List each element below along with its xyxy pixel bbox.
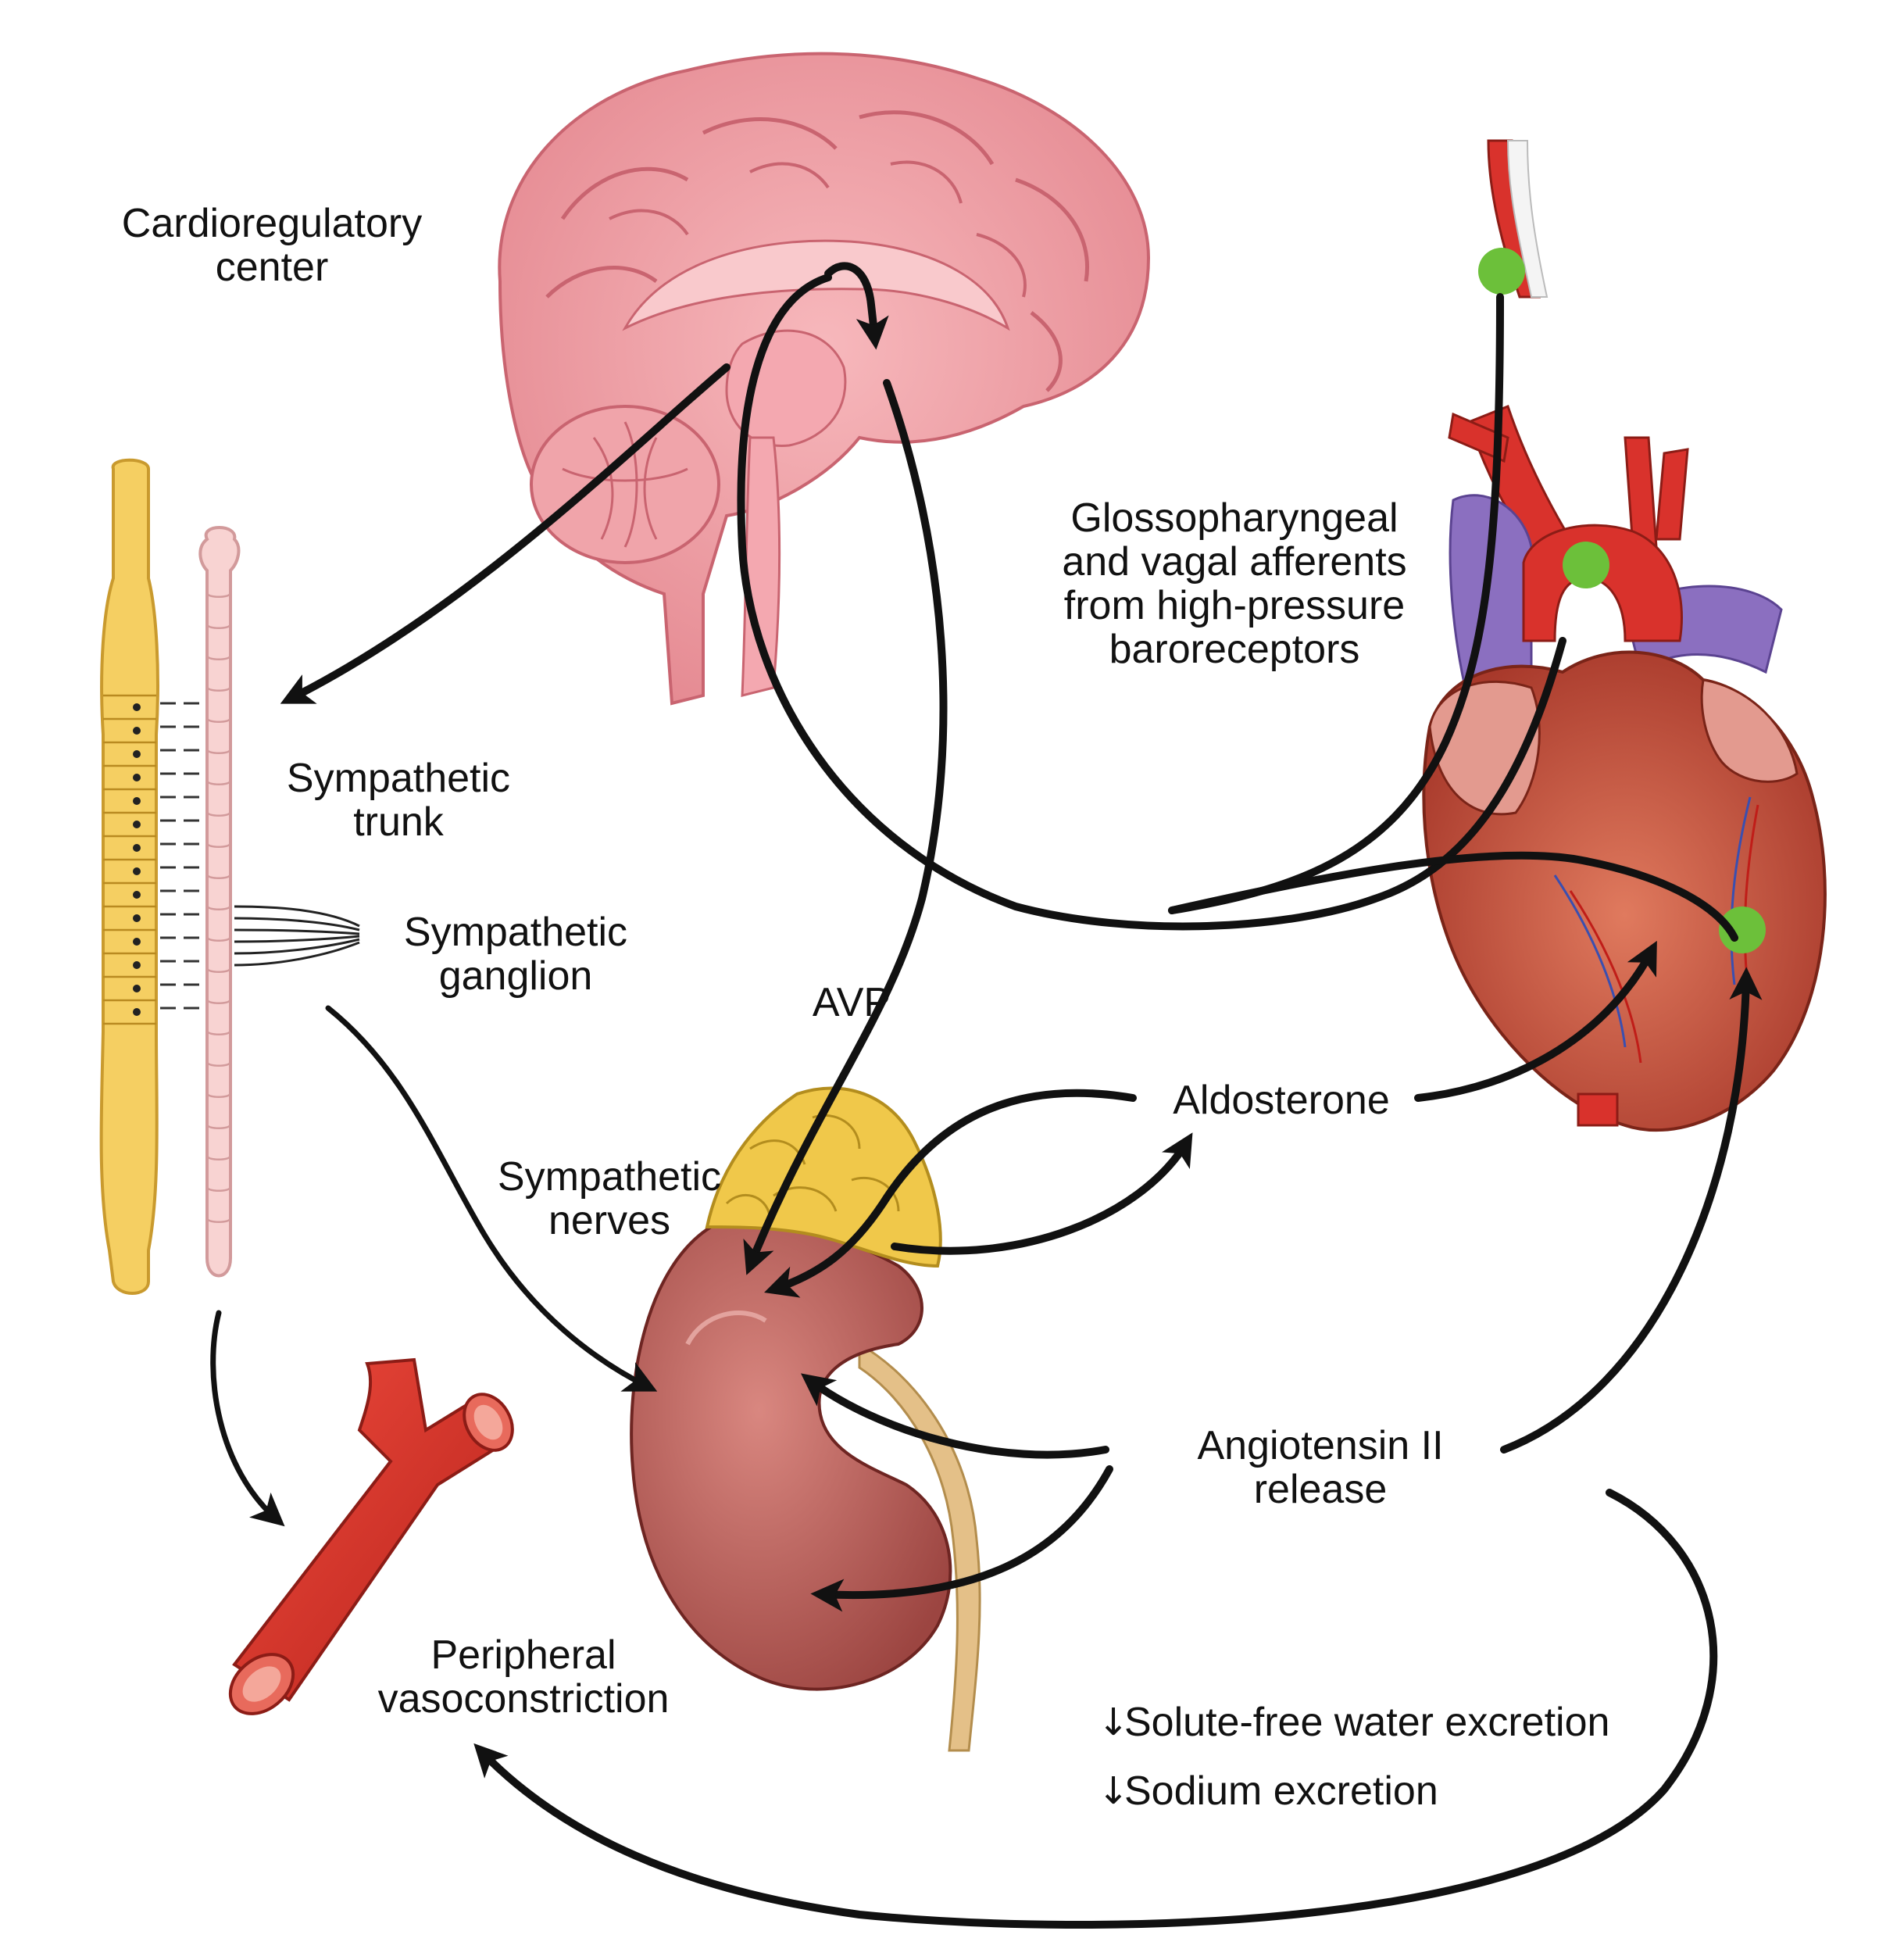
label-aldosterone: Aldosterone — [1173, 1078, 1390, 1123]
arrow-sympathetic-nerves — [325, 1005, 658, 1392]
label-avp: AVP — [812, 980, 891, 1025]
sympathetic-trunk-illustration — [160, 526, 360, 1278]
brain-illustration — [498, 52, 1151, 706]
arrow-trunk-to-vessel — [210, 1310, 285, 1527]
label-sympathetic-nerves: Sympathetic nerves — [497, 1154, 722, 1243]
blood-vessel-illustration — [228, 1357, 514, 1715]
label-glossopharyngeal: Glossopharyngeal and vagal afferents fro… — [1062, 495, 1407, 672]
label-solute-free-water: ↓Solute-free water excretion — [1098, 1657, 1691, 1744]
label-cardioregulatory-center: Cardioregulatory center — [121, 201, 423, 290]
down-arrow-icon: ↓ — [1098, 1769, 1130, 1813]
arrow-brain-loop — [824, 262, 889, 350]
arrow-angiotensin-to-vasoconstriction — [473, 1489, 1718, 1929]
arrows — [210, 262, 1763, 1929]
baroreceptor-aortic — [1563, 542, 1609, 588]
arrow-angiotensin-to-kidney-upper — [800, 1373, 1109, 1459]
arrow-adrenal-to-aldosterone — [891, 1132, 1193, 1255]
arrow-angiotensin-to-kidney-lower — [810, 1465, 1113, 1612]
label-solute-free-water-text: Solute-free water excretion — [1124, 1700, 1610, 1745]
label-sodium-excretion: ↓Sodium excretion — [1098, 1725, 1566, 1813]
label-peripheral-vasoconstriction: Peripheral vasoconstriction — [377, 1632, 670, 1722]
baroreceptor-carotid — [1478, 248, 1525, 295]
arrow-angiotensin-to-heart — [1500, 967, 1763, 1454]
spinal-cord-illustration — [99, 458, 159, 1295]
heart-illustration — [1422, 139, 1827, 1132]
label-angiotensin: Angiotensin II release — [1197, 1423, 1444, 1512]
arrow-brain-to-trunk — [280, 363, 731, 704]
arrow-aldosterone-to-kidney — [764, 1089, 1137, 1298]
baroreceptor-heart — [1719, 906, 1766, 953]
arrow-aldosterone-to-heart — [1414, 940, 1657, 1102]
label-sympathetic-trunk: Sympathetic trunk — [286, 756, 511, 845]
label-sodium-excretion-text: Sodium excretion — [1124, 1768, 1438, 1814]
arrow-avp — [743, 379, 948, 1275]
label-sympathetic-ganglion: Sympathetic ganglion — [403, 910, 628, 999]
